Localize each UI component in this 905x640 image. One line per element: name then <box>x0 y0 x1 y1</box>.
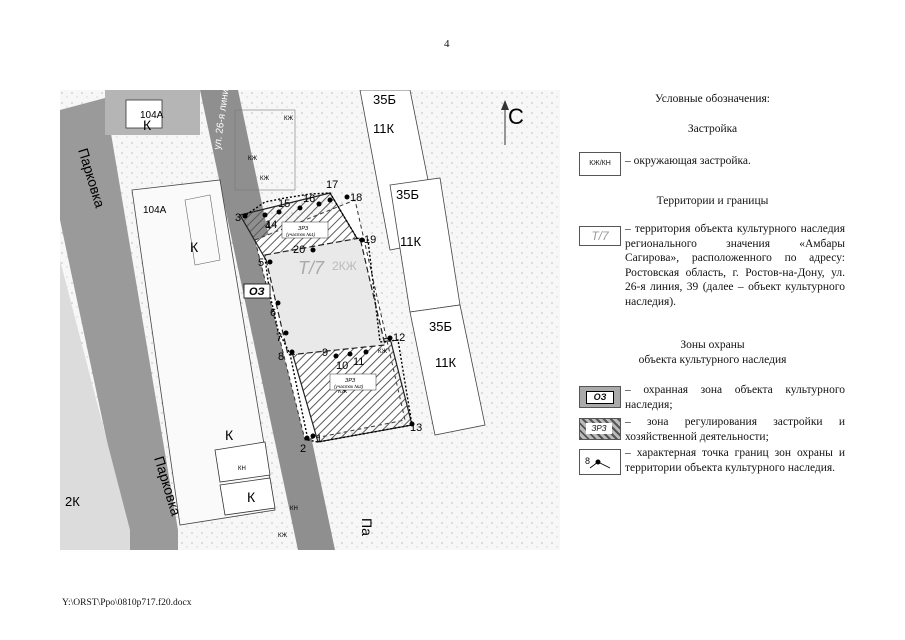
legend-row-oz: ОЗ – охранная зона объекта культурного н… <box>575 383 850 413</box>
point-label: 17 <box>326 179 338 191</box>
point-label: 12 <box>393 332 405 344</box>
point-label: 20 <box>293 244 305 256</box>
building-code: 35Б <box>429 319 452 334</box>
point-label: 16 <box>303 193 315 205</box>
territory-tp-label: Т/7 <box>298 258 325 278</box>
building-code: 11К <box>373 121 394 136</box>
point-label: 19 <box>364 234 376 246</box>
legend-text-oz: – охранная зона объекта культурного насл… <box>625 384 845 411</box>
legend-text-territory: – территория объекта культурного наследи… <box>625 223 845 308</box>
territory-tp <box>264 237 386 356</box>
point-label: 3 <box>235 212 241 224</box>
building-code: К <box>143 117 152 133</box>
building-code: 35Б <box>396 187 419 202</box>
building-code: 11К <box>400 234 421 249</box>
street-26-liniya <box>200 90 335 550</box>
point-label: 7 <box>276 332 282 344</box>
legend-swatch-zrz: ЗРЗ <box>579 418 621 440</box>
boundary-points: 1 2 3 4 5 6 7 8 9 10 11 12 13 14 15 16 1… <box>235 179 422 455</box>
zone-zrz-2-label: ЗРЗ <box>345 378 356 384</box>
building-code: КЖ <box>378 349 387 355</box>
legend-section-zones-2: объекта культурного наследия <box>638 354 787 366</box>
building-code: 11К <box>435 355 456 370</box>
building-code: КН <box>238 466 246 472</box>
legend-text-point: – характерная точка границ зон охраны и … <box>625 447 845 474</box>
zone-zrz-2-sub: (участок №2) <box>334 384 364 389</box>
north-label: С <box>508 104 524 129</box>
building-code: КЖ <box>284 116 293 122</box>
building-104a <box>131 179 276 526</box>
legend-text-zrz: – зона регулирования застройки и хозяйст… <box>625 416 845 443</box>
point-label: 2 <box>300 443 306 455</box>
footer-path: Y:\ORST\Ppo\0810p717.f20.docx <box>62 598 192 608</box>
point-marker-icon <box>589 459 611 469</box>
point-label: 5 <box>258 257 264 269</box>
legend-swatch-surrounding: КЖ/КН <box>579 152 621 176</box>
map: 104А К 35Б 11К 35Б 11К 104А К 35Б 11К К … <box>60 90 560 550</box>
legend-point-number: 8 <box>585 456 591 466</box>
building-code: КЖ <box>338 389 347 395</box>
legend-row-territory: Т/7 – территория объекта культурного нас… <box>575 222 850 322</box>
legend-swatch-territory: Т/7 <box>579 226 621 246</box>
point-label: 4 <box>265 220 271 232</box>
building-code: КЖ <box>278 533 287 539</box>
building-code: КЖ <box>248 156 257 162</box>
point-label: 18 <box>350 192 362 204</box>
legend-row-zrz: ЗРЗ – зона регулирования застройки и хоз… <box>575 415 850 445</box>
legend-title: Условные обозначения: <box>654 93 771 105</box>
page-number: 4 <box>444 38 450 50</box>
building-code: К <box>247 489 256 505</box>
building-code: 104А <box>143 205 167 216</box>
point-label: 13 <box>410 422 422 434</box>
street-label-pa: Па <box>359 518 375 536</box>
building-code: К <box>190 239 199 255</box>
legend-swatch-oz: ОЗ <box>579 386 621 408</box>
point-label: 14 <box>265 219 277 231</box>
point-label: 8 <box>278 351 284 363</box>
building-code: 104А <box>140 110 164 121</box>
parking-street-left <box>60 98 178 550</box>
zone-zrz-1-label: ЗРЗ <box>298 226 309 232</box>
building-code: КН <box>290 506 298 512</box>
zone-zhk-label: 2КЖ <box>332 259 357 273</box>
legend-section-buildings: Застройка <box>687 123 738 135</box>
zone-oz-label: ОЗ <box>249 286 265 298</box>
point-label: 15 <box>278 198 290 210</box>
legend-swatch-point: 8 <box>579 449 621 475</box>
legend-text-surrounding: – окружающая застройка. <box>625 155 751 167</box>
building-code: К <box>225 427 234 443</box>
point-label: 9 <box>322 347 328 359</box>
zone-zrz-1-sub: (участок №1) <box>286 232 316 237</box>
point-label: 6 <box>270 307 276 319</box>
building-code: КЖ <box>260 176 269 182</box>
legend-swatch-zrz-label: ЗРЗ <box>586 423 612 434</box>
building-code: 35Б <box>373 92 396 107</box>
legend-row-point: 8 – характерная точка границ зон охраны … <box>575 446 850 496</box>
legend-row-surrounding: КЖ/КН – окружающая застройка. <box>575 150 850 178</box>
legend-section-territories: Территории и границы <box>656 195 769 207</box>
point-label: 11 <box>353 356 364 368</box>
point-label: 1 <box>316 433 322 445</box>
legend-swatch-oz-label: ОЗ <box>586 391 614 404</box>
legend-section-zones-1: Зоны охраны <box>680 339 745 351</box>
point-label: 10 <box>336 360 348 372</box>
building-code: 2К <box>65 494 80 509</box>
